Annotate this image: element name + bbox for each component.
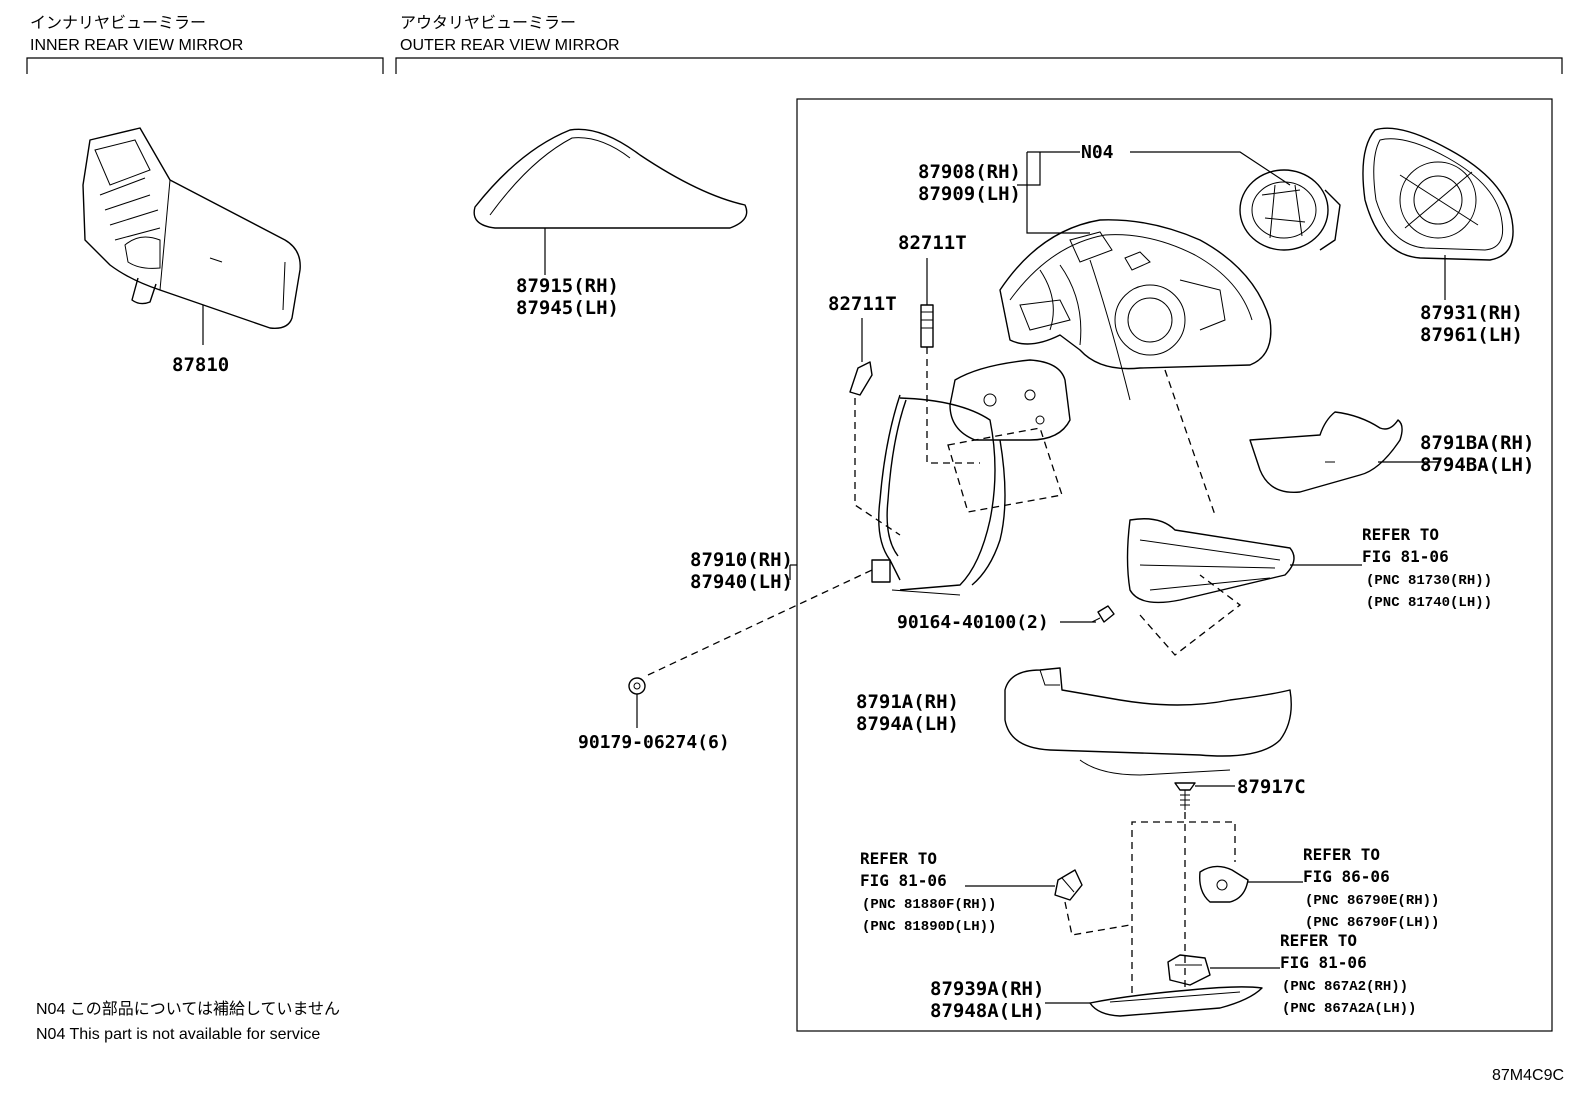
bulb-socket-illustration (1199, 865, 1249, 903)
mirror-base-harness-illustration (871, 359, 1071, 596)
screw-90164-illustration (1091, 605, 1115, 623)
mirror-body-illustration (999, 219, 1272, 401)
clip-90179-illustration (628, 677, 646, 695)
inner-section-bracket (26, 57, 384, 74)
dash-signal-box (1139, 574, 1242, 656)
ref1-line3: (PNC 81730(RH)) (1366, 573, 1492, 589)
ref3-line3: (PNC 86790E(RH)) (1305, 893, 1439, 909)
outer-title-en: OUTER REAR VIEW MIRROR (400, 37, 620, 54)
ref1-line1: REFER TO (1362, 525, 1439, 544)
dash-puddle-lamp (1064, 901, 1131, 936)
ref3-line1: REFER TO (1303, 845, 1380, 864)
figure-code: 87M4C9C (1492, 1067, 1564, 1084)
ref4-line3: (PNC 867A2(RH)) (1282, 979, 1408, 995)
ref2-line1: REFER TO (860, 849, 937, 868)
label-87940: 87940(LH) (690, 571, 793, 593)
ref3-line4: (PNC 86790F(LH)) (1305, 915, 1439, 931)
dash-base-box (947, 427, 1063, 513)
label-8791a: 8791A(RH) (856, 691, 959, 713)
inner-title-jp: インナリヤビューミラー (30, 13, 206, 32)
ref3-line2: FIG 86-06 (1303, 867, 1390, 886)
label-87810: 87810 (172, 354, 229, 376)
label-87908: 87908(RH) (918, 161, 1021, 183)
inner-title-en: INNER REAR VIEW MIRROR (30, 37, 243, 54)
label-87945: 87945(LH) (516, 297, 619, 319)
label-87917c: 87917C (1237, 776, 1306, 798)
label-82711t-b: 82711T (828, 293, 897, 315)
mirror-cover-illustration (473, 128, 748, 229)
label-87961: 87961(LH) (1420, 324, 1523, 346)
label-n04: N04 (1081, 142, 1114, 163)
outer-section-bracket (395, 57, 1563, 74)
leader-87908 (1017, 152, 1090, 234)
dash-82711t-a (926, 347, 980, 464)
ref1-line2: FIG 81-06 (1362, 547, 1449, 566)
label-8794a: 8794A(LH) (856, 713, 959, 735)
ref2-line3: (PNC 81880F(RH)) (862, 897, 996, 913)
lower-socket-illustration (1167, 954, 1211, 986)
label-87939a: 87939A(RH) (930, 978, 1044, 1000)
inner-mirror-illustration (82, 127, 301, 329)
label-90164: 90164-40100(2) (897, 612, 1049, 633)
mirror-actuator-illustration (1239, 169, 1341, 251)
ref1-line4: (PNC 81740(LH)) (1366, 595, 1492, 611)
label-90179: 90179-06274(6) (578, 732, 730, 753)
label-87931: 87931(RH) (1420, 302, 1523, 324)
turn-signal-illustration (1126, 518, 1295, 604)
note-en: N04 This part is not available for servi… (36, 1026, 320, 1043)
dash-signal-top (1164, 369, 1216, 516)
outer-title-jp: アウタリヤビューミラー (400, 13, 576, 32)
dash-lower-frame (1131, 821, 1236, 993)
label-8791ba: 8791BA(RH) (1420, 432, 1534, 454)
ref4-line2: FIG 81-06 (1280, 953, 1367, 972)
label-8794ba: 8794BA(LH) (1420, 454, 1534, 476)
screw-87917c-illustration (1174, 782, 1196, 810)
puddle-lamp-illustration (1054, 869, 1083, 901)
label-82711t-a: 82711T (898, 232, 967, 254)
ref2-line4: (PNC 81890D(LH)) (862, 919, 996, 935)
ref2-line2: FIG 81-06 (860, 871, 947, 890)
side-turn-lamp-illustration (1004, 667, 1292, 776)
mirror-glass-illustration (1362, 127, 1514, 261)
ref4-line4: (PNC 867A2A(LH)) (1282, 1001, 1416, 1017)
lens-illustration (1089, 986, 1263, 1017)
ref4-line1: REFER TO (1280, 931, 1357, 950)
dash-clip-90179 (647, 569, 873, 676)
note-jp: N04 この部品については補給していません (36, 1000, 340, 1018)
leader-n04 (1027, 151, 1291, 186)
label-87910: 87910(RH) (690, 549, 793, 571)
screw-82711t-b (849, 361, 873, 396)
screw-82711t-a (920, 304, 934, 348)
label-87915: 87915(RH) (516, 275, 619, 297)
label-87909: 87909(LH) (918, 183, 1021, 205)
lower-cover-illustration (1249, 411, 1403, 494)
label-87948a: 87948A(LH) (930, 1000, 1044, 1022)
